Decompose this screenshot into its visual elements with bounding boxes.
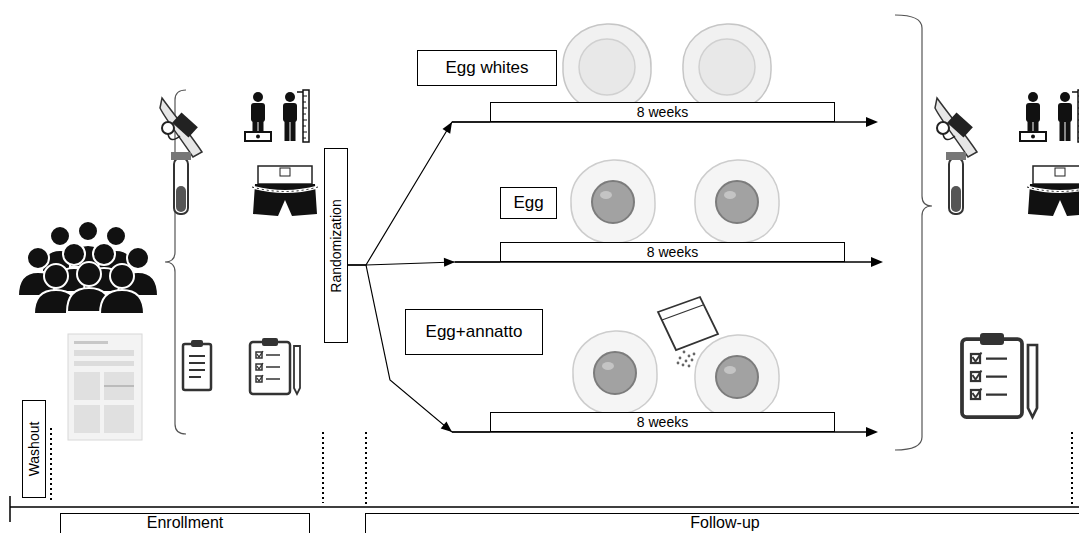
- node-text: 8 weeks: [637, 414, 688, 430]
- node-text: Enrollment: [147, 514, 223, 532]
- shape-part: [110, 264, 134, 288]
- node-text: Egg: [513, 193, 543, 213]
- measurement-icons: [160, 90, 318, 216]
- shape-part: [1071, 432, 1073, 504]
- shape-part: [68, 334, 142, 440]
- shape-part: [682, 364, 685, 367]
- duration-bar: 8 weeks: [500, 242, 845, 262]
- shape-part: [573, 331, 657, 414]
- shape-part: [189, 356, 205, 377]
- shape-part: [50, 428, 52, 500]
- shape-part: [74, 350, 134, 356]
- shape-part: [78, 221, 98, 241]
- shape-part: [63, 243, 85, 265]
- randomization-box: Randomization: [324, 148, 348, 343]
- dotted-line: [51, 428, 1072, 504]
- shape-part: [74, 341, 108, 344]
- phase-box: Enrollment: [60, 513, 310, 533]
- egg-white-illustration: [563, 24, 771, 111]
- duration-bar: 8 weeks: [490, 412, 835, 432]
- document-icon: [68, 334, 142, 440]
- shape-part: [365, 432, 367, 504]
- shape-part: [594, 352, 636, 394]
- shape-part: [322, 432, 324, 503]
- arrowhead: [444, 258, 455, 267]
- shape-part: [658, 297, 718, 350]
- shape-part: [695, 160, 779, 243]
- phase-label: Washout: [22, 400, 46, 498]
- checklist-icon: [962, 333, 1037, 417]
- shape-part: [100, 290, 144, 314]
- shape-part: [662, 305, 703, 320]
- shape-part: [677, 351, 696, 368]
- duration-bar: 8 weeks: [490, 102, 835, 122]
- shape-part: [563, 24, 651, 111]
- shape-part: [688, 365, 691, 368]
- shape-part: [183, 344, 211, 390]
- shape-part: [77, 262, 101, 286]
- shape-part: [571, 160, 655, 243]
- brace: [895, 15, 932, 450]
- egg-annatto-illustration: [573, 297, 779, 418]
- node-text: Egg whites: [445, 58, 528, 78]
- shape-part: [716, 181, 758, 223]
- shape-part: [106, 226, 126, 246]
- group-box: Egg+annatto: [405, 309, 543, 355]
- shape-part: [104, 405, 134, 433]
- shape-part: [699, 39, 755, 95]
- shape-part: [602, 362, 614, 370]
- shape-part: [74, 405, 100, 433]
- node-text: 8 weeks: [637, 104, 688, 120]
- shape-part: [93, 243, 115, 265]
- shape-part: [127, 247, 149, 269]
- shape-part: [683, 24, 771, 111]
- shape-part: [677, 362, 680, 365]
- shape-part: [579, 39, 635, 95]
- connector-line: [348, 122, 490, 265]
- shape-part: [866, 117, 878, 127]
- shape-part: [695, 335, 779, 418]
- shape-part: [104, 372, 134, 400]
- shape-part: [724, 191, 736, 199]
- arrow-connector: [348, 258, 500, 267]
- shape-part: [866, 427, 878, 437]
- timeline: [452, 117, 883, 437]
- shape-part: [44, 264, 68, 288]
- connector-line: [348, 262, 500, 265]
- node-text: Egg+annatto: [426, 322, 523, 342]
- shape-part: [716, 356, 758, 398]
- node-text: 8 weeks: [647, 244, 698, 260]
- people-group-icon: [18, 221, 158, 314]
- node-text: Follow-up: [690, 514, 759, 532]
- shape-part: [724, 366, 736, 374]
- shape-part: [691, 359, 694, 362]
- shape-part: [104, 385, 134, 387]
- arrow-connector: [348, 122, 490, 265]
- shape-part: [600, 191, 612, 199]
- arrowhead: [441, 421, 452, 432]
- measurement-icons: [935, 90, 1079, 216]
- group-box: Egg: [500, 187, 557, 219]
- shape-part: [27, 247, 49, 269]
- shape-part: [693, 353, 696, 356]
- shape-part: [592, 181, 634, 223]
- arrowhead: [442, 122, 452, 134]
- shape-part: [50, 226, 70, 246]
- shape-part: [191, 340, 203, 347]
- shape-part: [679, 357, 682, 360]
- shape-part: [871, 257, 883, 267]
- shape-part: [74, 372, 100, 400]
- shape-part: [683, 351, 686, 354]
- egg-illustration: [571, 160, 779, 243]
- node-text: Randomization: [328, 199, 344, 292]
- phase-box: Follow-up: [365, 513, 1079, 533]
- clipboard-icon: [183, 340, 211, 390]
- checklist-icon: [250, 338, 300, 394]
- shape-part: [685, 360, 688, 363]
- node-text: Washout: [26, 422, 42, 477]
- group-box: Egg whites: [417, 50, 557, 86]
- shape-part: [74, 361, 134, 366]
- shape-part: [688, 355, 691, 358]
